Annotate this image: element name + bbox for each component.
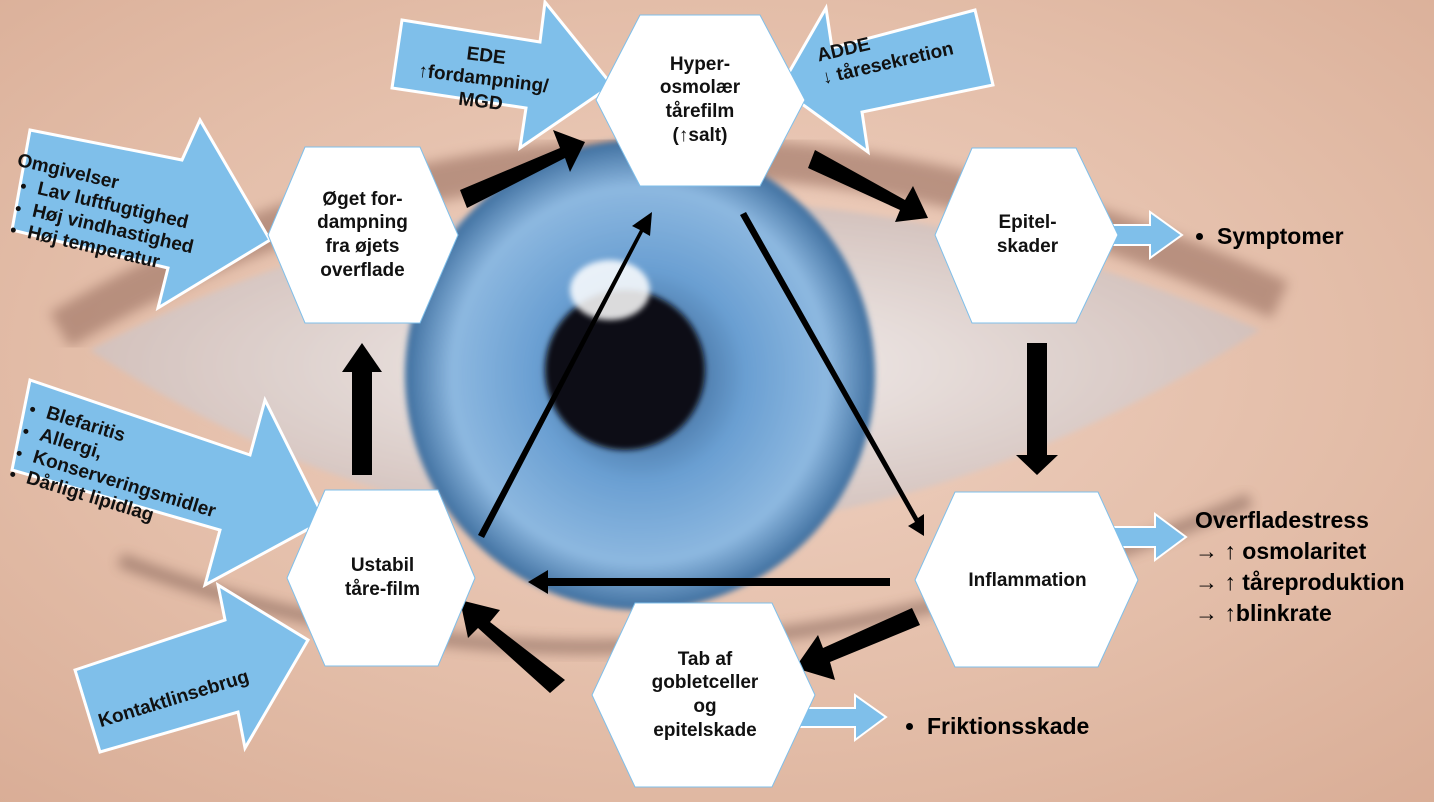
node-ustabil: Ustabil tåre-film bbox=[345, 554, 420, 600]
arrow-inflammation-to-goblet bbox=[795, 608, 920, 680]
arrow-oget-to-hyper bbox=[460, 130, 585, 208]
list-item: Symptomer bbox=[1217, 220, 1344, 252]
outcome-friktion: Friktionsskade bbox=[905, 710, 1089, 742]
list-item: Friktionsskade bbox=[927, 710, 1089, 742]
hex-oget bbox=[267, 146, 459, 324]
outcome-overflade-line: → ↑blinkrate bbox=[1195, 600, 1332, 627]
cycle-arrows bbox=[342, 130, 1058, 693]
outcome-overflade-line: → ↑ tåreproduktion bbox=[1195, 569, 1405, 596]
cause-arrow-ede bbox=[390, 0, 615, 152]
node-epitel: Epitel- skader bbox=[996, 212, 1059, 257]
hexagons bbox=[267, 14, 1139, 788]
arrow-ustabil-to-oget bbox=[342, 343, 382, 475]
hex-inflammation bbox=[914, 491, 1139, 668]
outcome-friktion-list: Friktionsskade bbox=[905, 710, 1089, 742]
outcome-symptomer: Symptomer bbox=[1195, 220, 1344, 252]
outcome-overflade-title: Overfladestress bbox=[1195, 507, 1369, 533]
arrow-inflammation-to-ustabil bbox=[528, 570, 890, 594]
node-hyperosmolar: Hyper- osmolær tårefilm (↑salt) bbox=[659, 53, 741, 146]
hex-hyperosmolar bbox=[595, 14, 806, 187]
node-goblet: Tab af gobletceller og epitelskade bbox=[651, 648, 759, 741]
arrow-ustabil-to-hyper bbox=[478, 212, 652, 538]
hex-ustabil bbox=[286, 489, 476, 667]
node-oget: Øget for- dampning fra øjets overflade bbox=[317, 188, 408, 281]
arrow-goblet-to-ustabil bbox=[460, 600, 565, 693]
hex-goblet bbox=[591, 602, 816, 788]
pupil bbox=[545, 290, 705, 450]
outcome-overflade-line: → ↑ osmolaritet bbox=[1195, 538, 1367, 565]
node-inflammation: Inflammation bbox=[968, 569, 1087, 591]
cause-arrow-adde bbox=[778, 3, 995, 156]
cause-arrow-kontakt bbox=[73, 581, 311, 754]
outcome-symptomer-list: Symptomer bbox=[1195, 220, 1344, 252]
arrow-hyper-to-epitel bbox=[808, 150, 928, 222]
hex-epitel bbox=[934, 147, 1119, 324]
cause-arrow-omgivelser bbox=[10, 116, 273, 312]
cause-arrow-blefaritis bbox=[10, 378, 327, 588]
arrow-epitel-to-inflammation bbox=[1016, 343, 1058, 475]
arrow-hyper-to-inflammation bbox=[740, 212, 924, 536]
outcome-overflade: Overfladestress → ↑ osmolaritet → ↑ tåre… bbox=[1195, 505, 1405, 629]
